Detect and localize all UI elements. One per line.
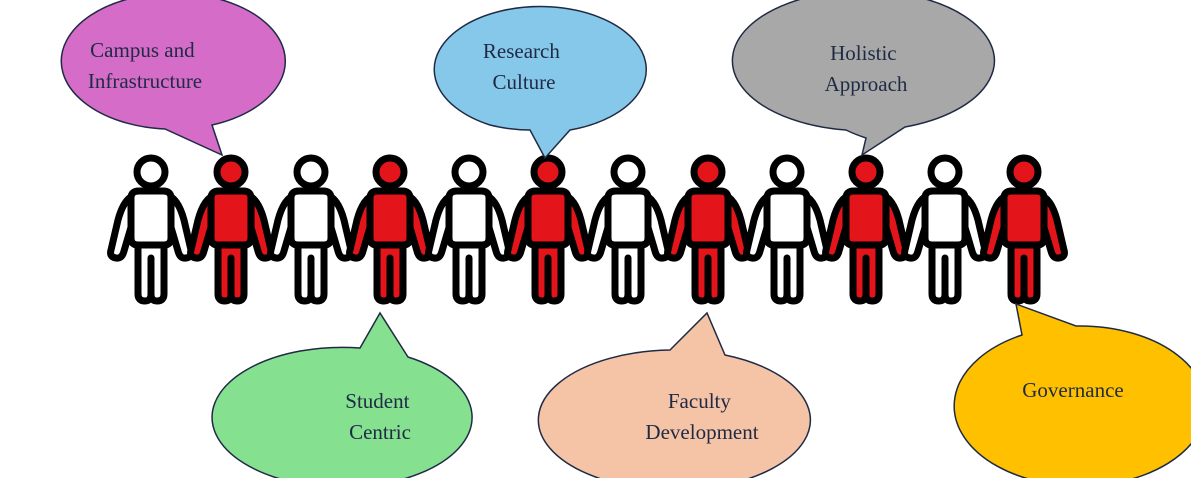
svg-text:Holistic Approach: Holistic Approach [825,41,908,96]
bubble-line: Campus and [90,38,195,62]
svg-text:Governance: Governance [1022,378,1123,402]
person-figure-3 [271,158,352,301]
bubble-faculty-development: Faculty Development [537,311,812,478]
bubble-campus-and-infrastructure: Campus and Infrastructure [60,0,287,157]
person-figure-8 [668,158,749,301]
bubble-line: Faculty [668,389,731,413]
bubble-line: Governance [1022,378,1123,402]
person-figure-6 [508,158,589,301]
person-figure-2 [191,158,272,301]
bubble-line: Development [645,420,758,444]
bubble-line: Research [483,39,560,63]
bubble-research-culture: Research Culture [433,5,648,160]
people-row [111,158,1065,301]
bubble-line: Approach [825,72,908,96]
person-figure-1 [111,158,192,301]
person-figure-4 [350,158,431,301]
bubble-student-centric: Student Centric [211,311,473,478]
svg-text:Student Centric: Student Centric [345,389,414,444]
bubble-line: Centric [349,420,411,444]
bubble-line: Student [345,389,409,413]
bubble-line: Culture [493,70,556,94]
bubble-line: Holistic [830,41,897,65]
person-figure-5 [429,158,510,301]
svg-text:Campus and Infrastructur: Campus and Infrastructure [88,38,202,93]
person-figure-9 [747,158,828,301]
bubble-governance: Governance [953,302,1191,478]
person-figure-10 [826,158,907,301]
person-figure-12 [984,158,1065,301]
bubble-line: Infrastructure [88,69,202,93]
bubble-holistic-approach: Holistic Approach [731,0,996,157]
person-figure-11 [905,158,986,301]
svg-text:Faculty Development: Faculty Development [645,389,758,444]
person-figure-7 [588,158,669,301]
svg-text:Research Culture: Research Culture [483,39,565,94]
